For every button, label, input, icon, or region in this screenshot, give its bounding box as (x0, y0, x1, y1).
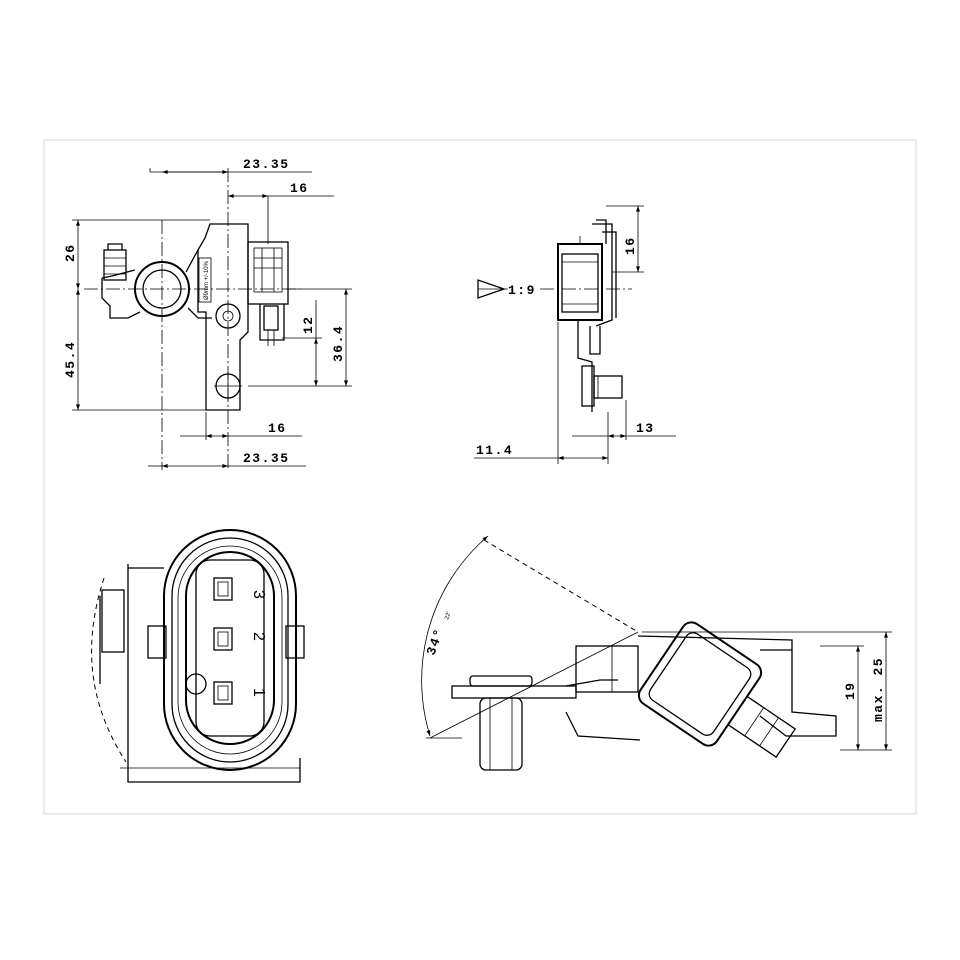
dim-angle-minutes: 22' (444, 611, 452, 620)
base-plate (451, 685, 577, 699)
lock-tab-right (285, 625, 305, 659)
terminal-stud (479, 697, 523, 771)
angled-view: 34° 22' 19 max. 25 (421, 535, 892, 771)
dim-height-hole: 12 (301, 315, 316, 334)
dim-angle: 34° (424, 626, 448, 657)
pin-socket-2[interactable] (213, 627, 233, 651)
dim-offset-right: 13 (636, 421, 655, 436)
lock-tab-left (147, 625, 167, 659)
plug-outer (163, 529, 297, 771)
dim-height-max: max. 25 (871, 657, 886, 722)
dim-depth-top: 16 (623, 236, 638, 255)
stamp-text: Ø9mm +/-10% (204, 260, 210, 300)
dim-height-total: 45.4 (63, 341, 78, 378)
pin-label-2: 2 (250, 632, 267, 641)
angled-housing (575, 645, 639, 693)
dim-bottom-width: 23.35 (243, 451, 290, 466)
dim-height-right: 36.4 (331, 325, 346, 362)
body-screw (215, 303, 241, 329)
dim-offset-left: 11.4 (476, 443, 513, 458)
dim-height-upper: 26 (63, 243, 78, 262)
clamp-ring-outer (134, 261, 190, 317)
plug-mid (171, 537, 289, 763)
dim-bottom-offset: 16 (268, 421, 287, 436)
pin-socket-1[interactable] (213, 681, 233, 705)
clamp-ring-inner (142, 269, 182, 309)
side-body (557, 243, 603, 321)
dim-top-offset: 16 (290, 181, 309, 196)
scale-label: 1:9 (508, 283, 536, 298)
connector-view: 3 2 1 (91, 529, 305, 783)
plug-inner (185, 551, 275, 745)
dim-top-width: 23.35 (243, 157, 290, 172)
pin-label-1: 1 (250, 688, 267, 697)
front-view: Ø9mm +/-10% 23.35 16 26 45.4 (63, 157, 352, 470)
clamp-nut (103, 249, 127, 281)
side-view: 1:9 16 11.4 13 (474, 205, 676, 464)
dim-height: 19 (843, 681, 858, 700)
pin-label-3: 3 (250, 590, 267, 599)
pin-socket-3[interactable] (213, 577, 233, 601)
drawing-frame (43, 139, 917, 815)
